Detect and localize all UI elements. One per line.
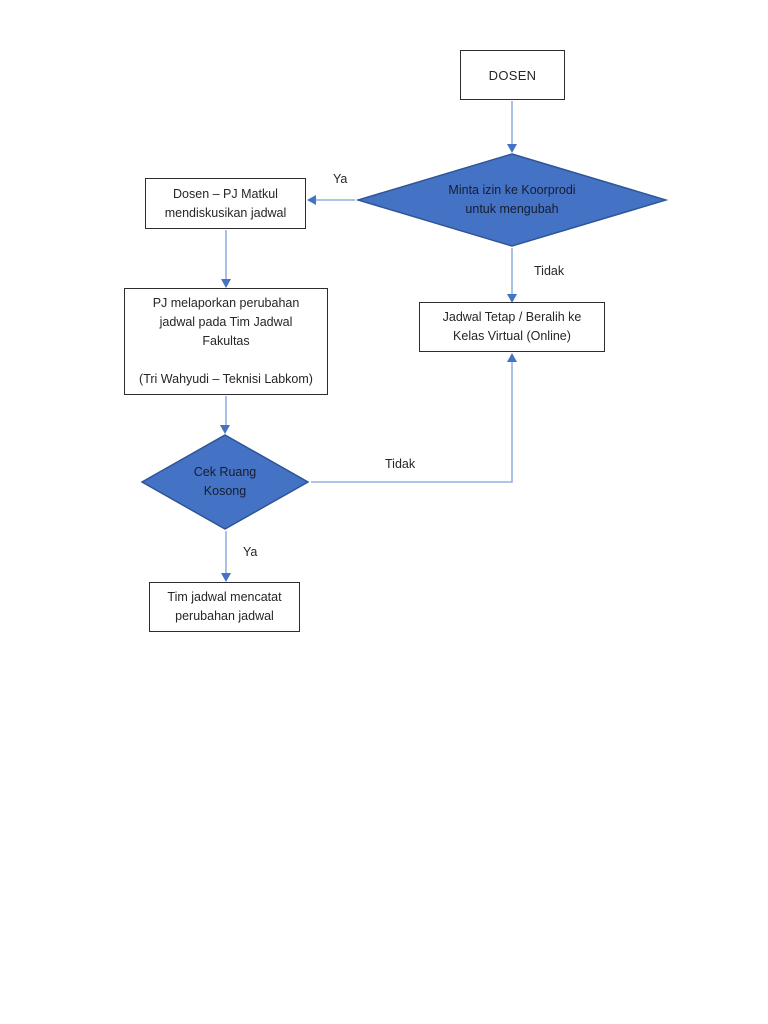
edge-minta-izin-tidak-to-jadwal-tetap	[507, 248, 517, 303]
edge-cek-ruang-tidak-to-jadwal-tetap	[311, 353, 517, 483]
edge-label-tidak-minta-izin: Tidak	[534, 264, 565, 278]
edge-dosen-to-minta-izin	[507, 101, 517, 153]
node-mencatat-line1: Tim jadwal mencatat	[167, 590, 282, 604]
node-jadwal-tetap: Jadwal Tetap / Beralih ke Kelas Virtual …	[419, 302, 605, 352]
node-lapor-line4: (Tri Wahyudi – Teknisi Labkom)	[139, 372, 313, 386]
edge-diskusi-to-lapor	[221, 230, 231, 288]
node-jadwal-tetap-line2: Kelas Virtual (Online)	[453, 329, 571, 343]
node-lapor: PJ melaporkan perubahan jadwal pada Tim …	[124, 288, 328, 395]
node-dosen: DOSEN	[460, 50, 565, 100]
diamond-shape-icon	[356, 153, 668, 247]
node-diskusi-line1: Dosen – PJ Matkul	[173, 186, 278, 201]
node-dosen-label: DOSEN	[488, 67, 537, 83]
node-jadwal-tetap-line1: Jadwal Tetap / Beralih ke	[442, 310, 582, 324]
edge-label-ya-minta-izin: Ya	[333, 172, 348, 186]
edge-label-tidak-cek-ruang: Tidak	[385, 457, 416, 471]
node-diskusi: Dosen – PJ Matkul mendiskusikan jadwal	[145, 178, 306, 229]
node-cek-ruang-line2: Kosong	[203, 484, 247, 498]
node-minta-izin-line2: untuk mengubah	[465, 202, 559, 216]
node-cek-ruang-decision: Cek Ruang Kosong	[140, 434, 310, 530]
node-minta-izin-line1: Minta izin ke Koorprodi	[448, 183, 576, 197]
node-minta-izin-label: Minta izin ke Koorprodi untuk mengubah	[356, 153, 668, 247]
edge-lapor-to-cek-ruang	[220, 396, 230, 434]
edge-minta-izin-ya-to-diskusi	[307, 195, 355, 205]
node-lapor-line2: jadwal pada Tim Jadwal	[159, 315, 293, 329]
node-mencatat: Tim jadwal mencatat perubahan jadwal	[149, 582, 300, 632]
node-minta-izin-decision: Minta izin ke Koorprodi untuk mengubah	[356, 153, 668, 247]
node-mencatat-line2: perubahan jadwal	[175, 609, 274, 623]
node-lapor-line3: Fakultas	[202, 334, 250, 348]
edge-label-ya-cek-ruang: Ya	[243, 545, 258, 559]
edge-cek-ruang-ya-to-mencatat	[221, 531, 231, 582]
diamond-shape-icon	[140, 434, 310, 530]
node-lapor-line1: PJ melaporkan perubahan	[152, 296, 300, 310]
node-cek-ruang-label: Cek Ruang Kosong	[140, 434, 310, 530]
node-cek-ruang-line1: Cek Ruang	[193, 465, 257, 479]
node-diskusi-line2: mendiskusikan jadwal	[164, 205, 287, 220]
